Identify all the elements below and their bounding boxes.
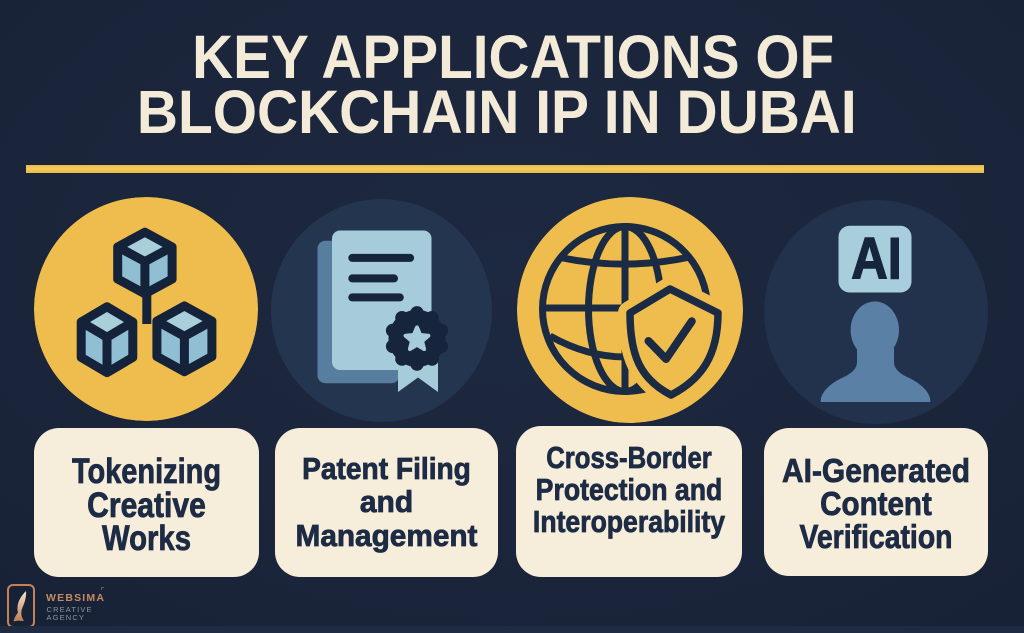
svg-text:AI: AI [851, 226, 901, 291]
